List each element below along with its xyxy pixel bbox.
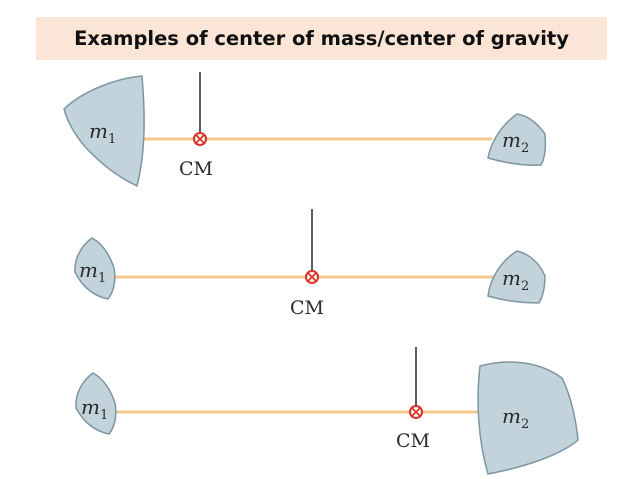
mass-1-shape <box>74 237 116 300</box>
mass-2-shape <box>487 113 547 166</box>
mass-2-label: m2 <box>502 404 529 432</box>
center-of-mass-marker <box>305 270 319 284</box>
page-title: Examples of center of mass/center of gra… <box>74 27 569 50</box>
cm-label: CM <box>396 430 430 452</box>
mass-1-label: m1 <box>89 119 116 147</box>
mass-2-shape <box>477 361 579 475</box>
mass-1-shape <box>63 75 145 188</box>
mass-2-label: m2 <box>502 128 529 156</box>
diagram-row-1: m1 m2 CM <box>63 72 547 188</box>
center-of-mass-marker <box>193 132 207 146</box>
cm-label: CM <box>179 158 213 180</box>
mass-2-shape <box>487 250 546 304</box>
diagram-row-3: m1 m2 CM <box>75 347 579 475</box>
diagram-row-2: m1 m2 CM <box>74 209 546 319</box>
mass-2-label: m2 <box>502 266 529 294</box>
mass-1-label: m1 <box>79 258 106 286</box>
mass-1-shape <box>75 372 117 435</box>
mass-1-label: m1 <box>81 395 108 423</box>
cm-label: CM <box>290 297 324 319</box>
title-banner: Examples of center of mass/center of gra… <box>36 17 607 60</box>
center-of-mass-marker <box>409 405 423 419</box>
